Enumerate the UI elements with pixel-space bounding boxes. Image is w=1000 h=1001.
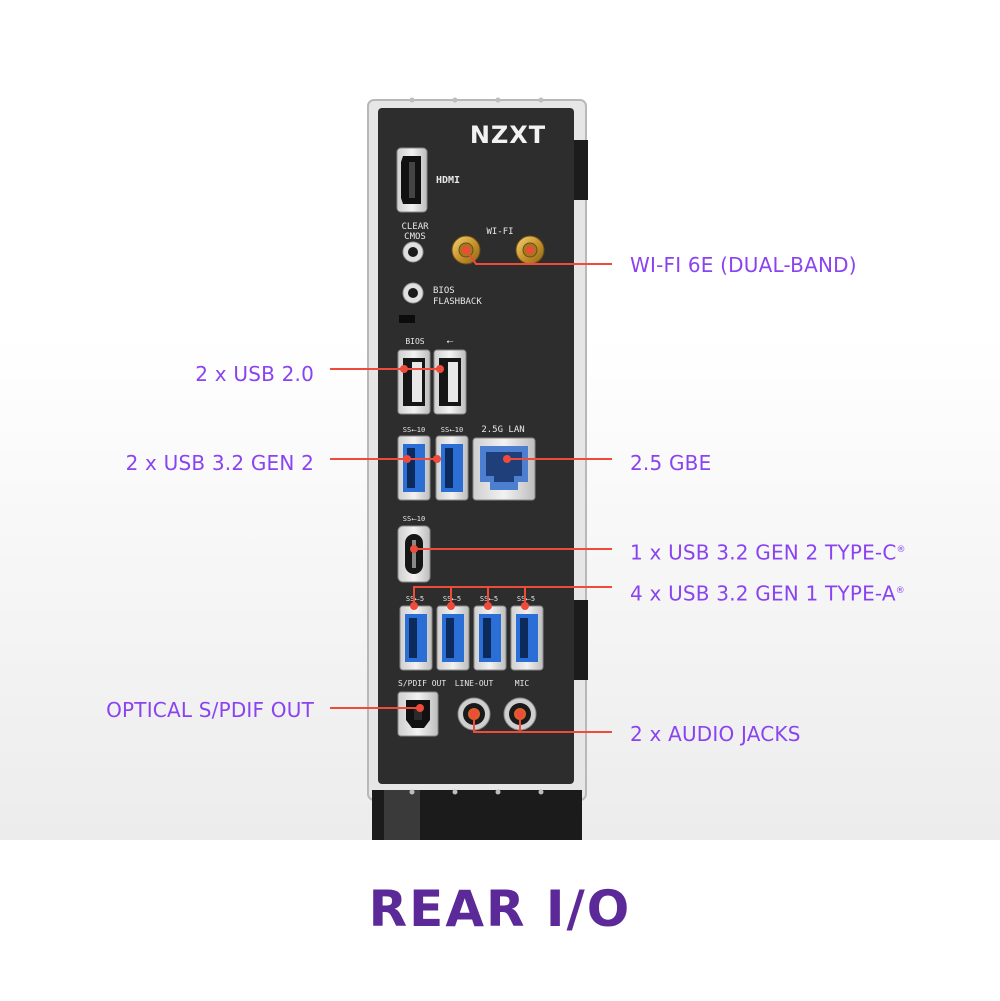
callout-audio: 2 x AUDIO JACKS <box>630 722 801 746</box>
leader-lines <box>330 249 612 733</box>
usb2-port-2 <box>433 349 467 415</box>
hdmi-port <box>396 147 428 213</box>
lan-port <box>472 437 536 501</box>
callout-wifi: WI-FI 6E (DUAL-BAND) <box>630 253 857 277</box>
ss10-label-b: SS⭠10 <box>441 426 463 434</box>
callout-usb32g2: 2 x USB 3.2 GEN 2 <box>125 451 314 475</box>
bios-flashback-label-1: BIOS <box>433 286 455 296</box>
usb2-port-1 <box>397 349 431 415</box>
spdif-label: S/PDIF OUT <box>398 679 446 688</box>
usb-type-c-port <box>397 525 431 583</box>
usb32g1-port-3 <box>473 605 507 671</box>
callout-typea-text: 4 x USB 3.2 GEN 1 TYPE-A <box>630 581 896 606</box>
spdif-optical-port <box>397 691 439 737</box>
registered-mark-icon: ® <box>896 545 906 555</box>
bios-flashback-label-2: FLASHBACK <box>433 297 482 307</box>
bios-flashback-button <box>402 282 424 304</box>
ss10-label-a: SS⭠10 <box>403 426 425 434</box>
callout-optical: OPTICAL S/PDIF OUT <box>106 698 314 722</box>
usb32g1-port-4 <box>510 605 544 671</box>
wifi-label: WI-FI <box>486 227 513 237</box>
background-bottom <box>0 840 1000 1001</box>
ss10-label-c: SS⭠10 <box>403 515 425 523</box>
usb-bios-label: BIOS <box>405 337 424 346</box>
usb-symbol-label: ⭠ <box>446 337 453 347</box>
bracket-rivets <box>409 97 544 795</box>
led-indicator <box>399 315 415 323</box>
line-out-label: LINE-OUT <box>455 679 494 688</box>
leader-typea <box>413 586 612 606</box>
leader-wifi <box>465 249 612 265</box>
page-title: REAR I/O <box>368 880 632 938</box>
usb32g2-port-2 <box>435 435 469 501</box>
usb32g1-port-1 <box>399 605 433 671</box>
callout-usb20: 2 x USB 2.0 <box>195 362 314 386</box>
hdmi-label: HDMI <box>436 175 460 186</box>
mic-label: MIC <box>515 679 530 688</box>
clear-cmos-label-1: CLEAR <box>401 222 429 232</box>
io-shield-diagram: NZXT HDMI CLEAR CMOS WI-FI BIOS FLASHBAC… <box>330 97 612 840</box>
clear-cmos-button <box>402 241 424 263</box>
callout-typec: 1 x USB 3.2 GEN 2 TYPE-C® <box>630 538 906 565</box>
registered-mark-icon: ® <box>895 586 905 596</box>
callout-typea: 4 x USB 3.2 GEN 1 TYPE-A® <box>630 579 905 606</box>
brand-logo: NZXT <box>470 121 546 149</box>
callout-typec-text: 1 x USB 3.2 GEN 2 TYPE-C <box>630 540 897 565</box>
leader-audio <box>473 714 612 733</box>
callout-gbe: 2.5 GBE <box>630 451 712 475</box>
clear-cmos-label-2: CMOS <box>404 232 426 242</box>
usb32g2-port-1 <box>397 435 431 501</box>
leader-dots <box>400 246 534 718</box>
lan-label: 2.5G LAN <box>481 425 524 435</box>
usb32g1-port-2 <box>436 605 470 671</box>
